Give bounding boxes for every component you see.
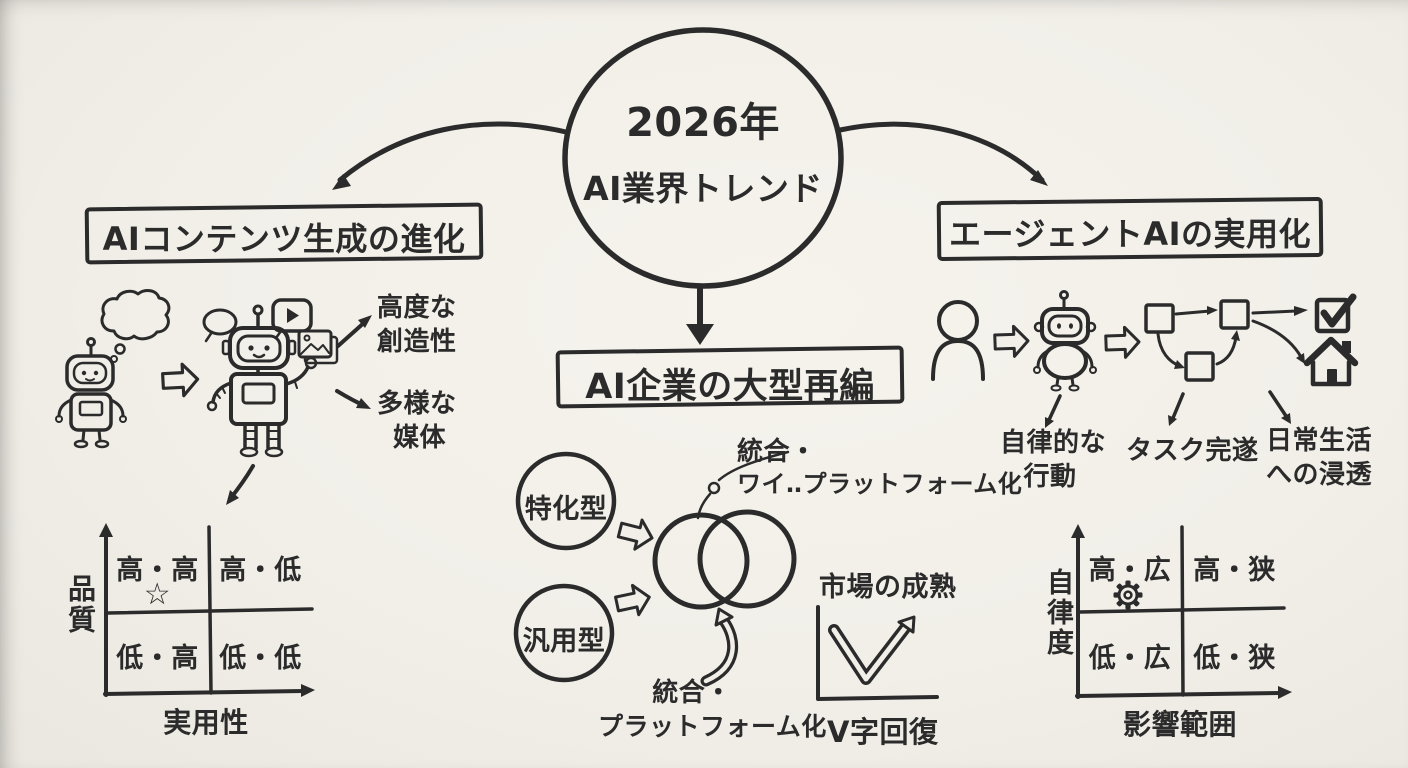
video-icon: [271, 298, 313, 340]
quality-matrix-quadrant-br: 低・低: [219, 643, 302, 674]
person-icon: [931, 300, 985, 381]
branch-arrow-right: [837, 121, 1048, 186]
daily-life-label: 日常生活 への浸透: [1265, 426, 1372, 490]
general-circle: [513, 583, 615, 683]
workflow-diagram: [1144, 299, 1308, 382]
autonomy-matrix-quadrant-tl: 高・広: [1088, 555, 1172, 586]
outcome-creativity-label: 高度な 創造性: [377, 293, 457, 357]
autonomy-matrix-axes: [1071, 524, 1292, 699]
quality-matrix-axes: [99, 523, 315, 697]
curved-up-arrow: [700, 607, 739, 687]
title-box-center: [555, 345, 905, 409]
block-arrow-icon: [1103, 325, 1142, 360]
quality-matrix-quadrant-tr: 高・低: [219, 555, 302, 586]
checkbox-icon: [1314, 293, 1357, 334]
autonomy-label: 自律的な 行動: [1000, 428, 1107, 492]
specialized-circle-label: 特化型: [524, 494, 608, 525]
venn-note-label: 統合・ ワイ‥プラットフォーム化: [737, 437, 1023, 498]
branch-center-title: AI企業の大型再編: [585, 367, 875, 407]
center-node-title: AI業界トレンド: [583, 169, 823, 208]
v-chart-title: 市場の成熟: [819, 572, 957, 603]
arrow-to-autonomy-label: [1045, 394, 1062, 428]
thought-bubble-icon: [100, 289, 171, 363]
branch-left-title: AIコンテンツ生成の進化: [102, 220, 466, 258]
specialized-circle: [515, 451, 617, 551]
autonomy-matrix-quadrant-br: 低・狭: [1193, 643, 1276, 674]
center-node-year: 2026年: [626, 100, 780, 146]
autonomy-matrix-x-label: 影響範囲: [1122, 708, 1237, 741]
branch-arrow-left: [332, 121, 569, 190]
agent-robot-icon: [1033, 290, 1097, 392]
arrow-to-media: [335, 389, 371, 409]
branch-arrow-down: [686, 286, 714, 345]
venn-note-leader-line: [696, 450, 790, 520]
small-robot-icon: [55, 337, 127, 449]
v-chart-caption: V字回復: [827, 715, 939, 749]
branch-right-title: エージェントAIの実用化: [948, 215, 1312, 253]
title-box-left: [84, 202, 484, 265]
quality-matrix-x-label: 実用性: [163, 706, 249, 739]
block-arrow-icon: [160, 361, 201, 399]
arrow-to-creativity: [336, 315, 372, 348]
arrow-to-task-label: [1168, 392, 1185, 426]
arrow-to-quality-matrix: [226, 464, 255, 505]
gear-icon: [1113, 580, 1143, 610]
autonomy-matrix-quadrant-bl: 低・広: [1088, 643, 1172, 674]
bottom-note-label: 統合・ プラットフォーム化: [598, 678, 827, 741]
quality-matrix-quadrant-tl: 高・高: [116, 555, 199, 586]
venn-diagram: [652, 509, 797, 610]
home-icon: [1303, 336, 1359, 387]
quality-matrix-quadrant-bl: 低・高: [116, 643, 199, 674]
autonomy-matrix-y-label: 自律度: [1042, 568, 1073, 658]
outcome-media-label: 多様な 媒体: [377, 389, 457, 453]
block-arrow-icon: [612, 580, 654, 621]
quality-matrix-y-label: 品質: [64, 574, 97, 636]
center-node-label: 2026年 AI業界トレンド: [566, 90, 840, 210]
general-circle-label: 汎用型: [522, 626, 606, 657]
center-node-circle: [562, 27, 844, 289]
large-robot-icon: [202, 304, 318, 458]
images-icon: [297, 329, 339, 365]
block-arrow-icon: [614, 513, 658, 555]
block-arrow-icon: [992, 324, 1031, 359]
arrow-to-daily-label: [1268, 390, 1291, 424]
v-recovery-chart: [816, 605, 939, 701]
star-icon: ☆: [143, 577, 172, 612]
title-box-right: [936, 197, 1324, 261]
autonomy-matrix-quadrant-tr: 高・狭: [1193, 555, 1276, 586]
task-label: タスク完遂: [1126, 436, 1259, 466]
